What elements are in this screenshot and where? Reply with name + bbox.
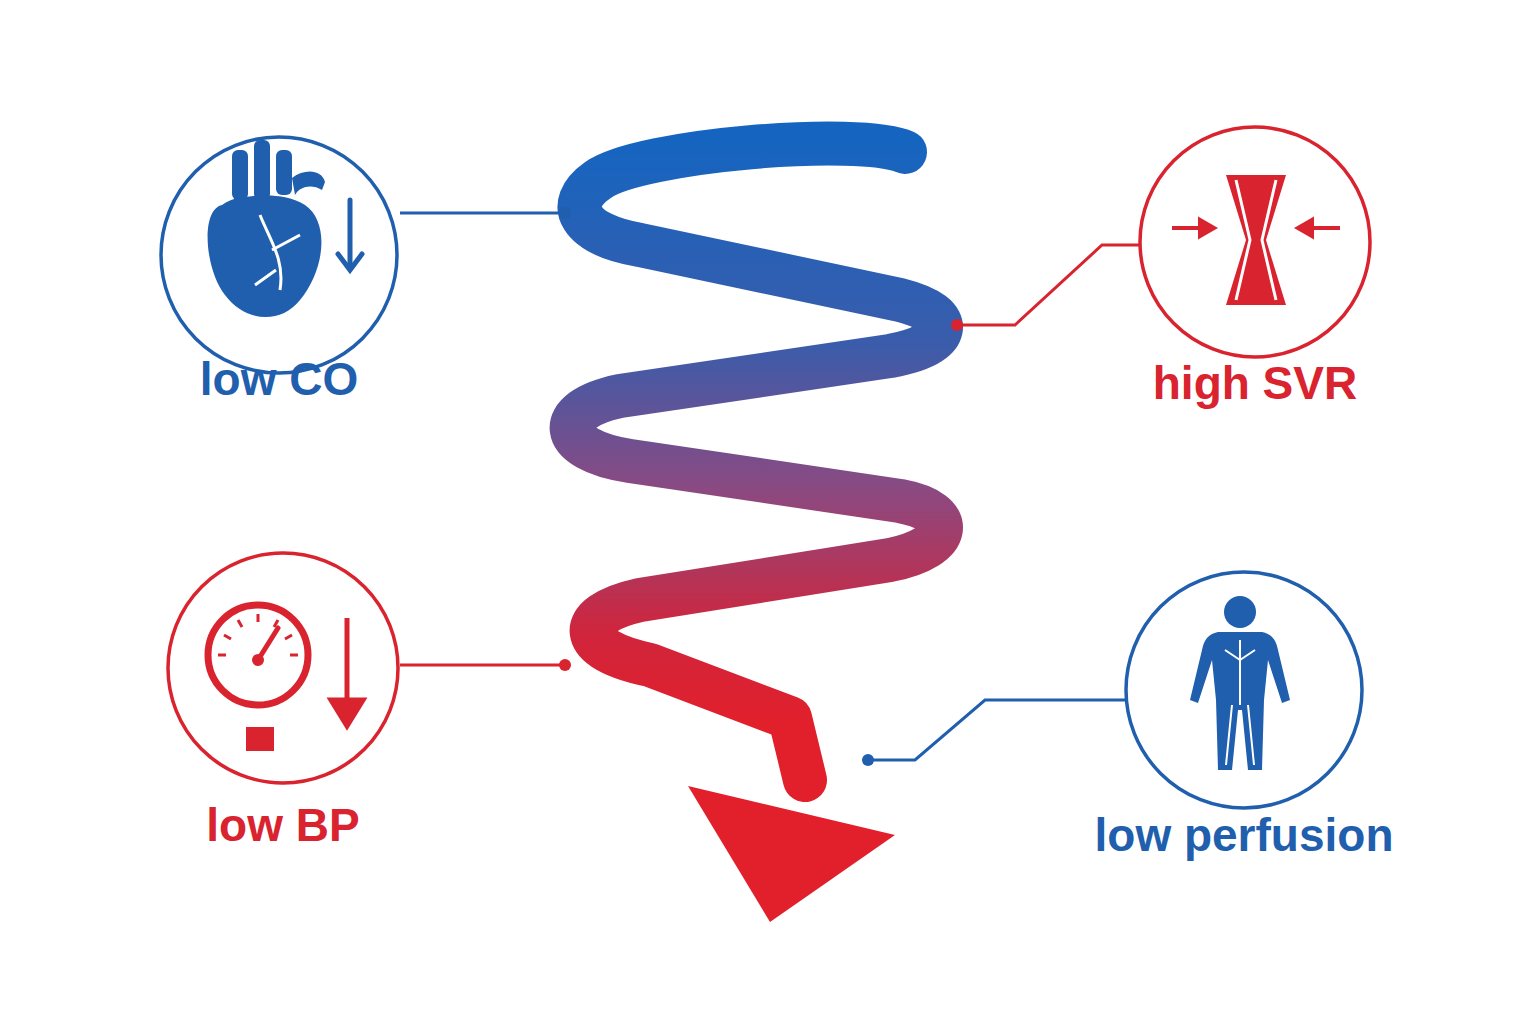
circle-outline	[69, 133, 489, 377]
circle-outline	[73, 549, 493, 787]
down-arrow	[338, 200, 362, 270]
labeled-circle: low CO	[69, 133, 489, 408]
circle-outline	[1034, 568, 1454, 812]
leader-dot	[951, 319, 963, 331]
leader-dot	[862, 754, 874, 766]
leader-lines	[400, 213, 1140, 760]
circle-border	[1126, 572, 1362, 808]
labeled-circle: low perfusion	[1034, 568, 1454, 864]
body-icon	[1190, 596, 1290, 770]
leader-line	[400, 212, 565, 215]
heart-icon	[208, 140, 325, 317]
labeled-circle: low BP	[73, 549, 493, 854]
leader-dot	[559, 659, 571, 671]
node-label: low CO	[69, 352, 489, 406]
leader-line	[400, 664, 565, 667]
circle-border	[168, 553, 398, 783]
constriction-icon	[1172, 175, 1340, 305]
node-label: low BP	[73, 798, 493, 852]
leader-dot	[559, 207, 571, 219]
circle-outline	[1045, 123, 1465, 361]
gauge-icon	[208, 605, 308, 751]
spiral-ribbon	[572, 144, 941, 780]
labeled-circle: high SVR	[1045, 123, 1465, 412]
circle-border	[1140, 127, 1370, 357]
arrow-head	[688, 786, 895, 922]
down-arrow	[331, 618, 363, 726]
leader-line	[868, 700, 1127, 760]
circle-border	[161, 137, 397, 373]
leader-line	[957, 245, 1140, 325]
node-label: high SVR	[1045, 356, 1465, 410]
node-label: low perfusion	[1034, 808, 1454, 862]
